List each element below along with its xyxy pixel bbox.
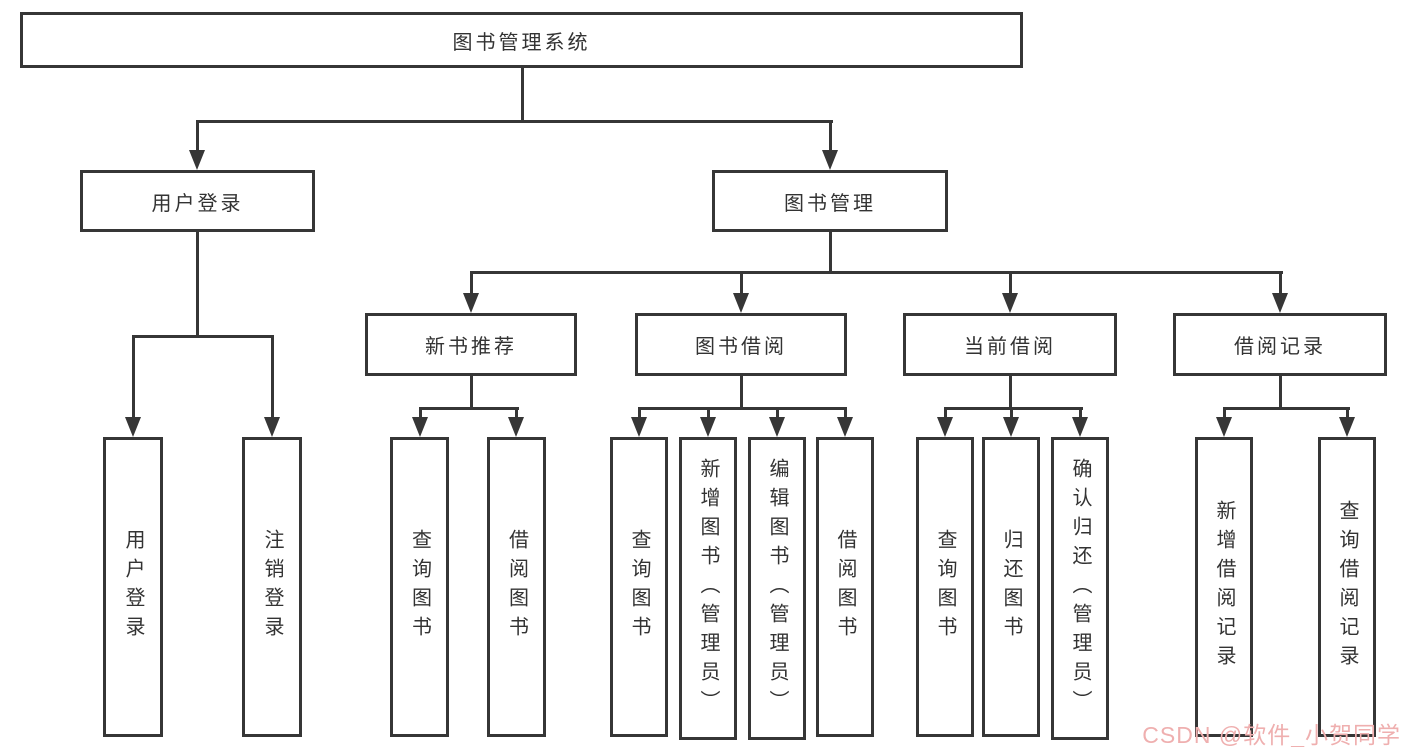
- node-label: 查询图书: [934, 529, 956, 645]
- connector-leaf-drop: [844, 407, 847, 419]
- connector-book-borrow-stem: [740, 373, 743, 410]
- connector-book-borrow-bus: [638, 407, 847, 410]
- connector-leaf-login-drop: [132, 335, 135, 419]
- connector-current-borrow-bus: [944, 407, 1083, 410]
- arrowhead-leaf-login: [125, 417, 141, 437]
- node-label: 注销登录: [261, 529, 283, 645]
- connector-leaf-drop: [1079, 407, 1082, 419]
- leaf-user-login: 用户登录: [103, 437, 163, 737]
- connector-current-borrow-drop: [1009, 271, 1012, 295]
- node-label: 借阅图书: [505, 529, 528, 645]
- arrowhead-user-login: [189, 150, 205, 170]
- connector-root-stem: [521, 66, 524, 123]
- connector-leaf-drop: [944, 407, 947, 419]
- leaf-query-books-3: 查询图书: [916, 437, 974, 737]
- node-label: 当前借阅: [964, 336, 1056, 358]
- connector-leaf-drop: [419, 407, 422, 419]
- arrowhead-new-book: [463, 293, 479, 313]
- node-library-management-system: 图书管理系统: [20, 12, 1023, 68]
- node-label: 用户登录: [122, 529, 144, 645]
- node-user-login: 用户登录: [80, 170, 315, 232]
- arrowhead-book-mgmt: [822, 150, 838, 170]
- connector-leaf-logout-drop: [271, 335, 274, 419]
- node-label: 查询图书: [628, 529, 650, 645]
- arrowhead-leaf-query-books-3: [937, 417, 953, 437]
- connector-borrow-record-stem: [1279, 373, 1282, 410]
- arrowhead-leaf-edit-book: [769, 417, 785, 437]
- connector-leaf-drop: [1010, 407, 1013, 419]
- arrowhead-leaf-query-books-1: [412, 417, 428, 437]
- connector-book-mgmt-drop: [829, 120, 832, 152]
- node-label: 归还图书: [1000, 529, 1022, 645]
- node-label: 图书借阅: [695, 336, 787, 358]
- connector-level2-bus: [196, 120, 833, 123]
- leaf-edit-book-admin: 编辑图书（管理员）: [748, 437, 806, 740]
- node-label: 确认归还（管理员）: [1069, 458, 1091, 719]
- node-book-management: 图书管理: [712, 170, 948, 232]
- arrowhead-leaf-borrow-books-2: [837, 417, 853, 437]
- arrowhead-leaf-borrow-books-1: [508, 417, 524, 437]
- node-book-borrowing: 图书借阅: [635, 313, 847, 376]
- connector-book-mgmt-stem: [829, 230, 832, 274]
- leaf-logout: 注销登录: [242, 437, 302, 737]
- connector-new-book-drop: [470, 271, 473, 295]
- arrowhead-leaf-query-record: [1339, 417, 1355, 437]
- node-new-book-recommend: 新书推荐: [365, 313, 577, 376]
- node-borrowing-records: 借阅记录: [1173, 313, 1387, 376]
- arrowhead-leaf-add-record: [1216, 417, 1232, 437]
- arrowhead-borrow-record: [1272, 293, 1288, 313]
- arrowhead-leaf-return-book: [1003, 417, 1019, 437]
- arrowhead-leaf-add-book: [700, 417, 716, 437]
- node-label: 图书管理: [784, 192, 876, 215]
- connector-user-login-drop: [196, 120, 199, 152]
- arrowhead-book-borrow: [733, 293, 749, 313]
- connector-leaf-drop: [515, 407, 518, 419]
- arrowhead-leaf-logout: [264, 417, 280, 437]
- leaf-return-books: 归还图书: [982, 437, 1040, 737]
- node-label: 查询借阅记录: [1336, 500, 1358, 674]
- node-current-borrowing: 当前借阅: [903, 313, 1117, 376]
- connector-leaf-drop: [707, 407, 710, 419]
- leaf-query-books-2: 查询图书: [610, 437, 668, 737]
- node-label: 图书管理系统: [452, 31, 591, 54]
- leaf-query-books-1: 查询图书: [390, 437, 449, 737]
- connector-user-login-stem: [196, 230, 199, 338]
- connector-leaf-drop: [776, 407, 779, 419]
- node-label: 编辑图书（管理员）: [766, 458, 788, 719]
- connector-user-login-bus: [132, 335, 274, 338]
- csdn-watermark: CSDN @软件_小贺同学: [1142, 722, 1401, 747]
- node-label: 用户登录: [151, 192, 244, 215]
- connector-borrow-record-drop: [1279, 271, 1282, 295]
- connector-leaf-drop: [1223, 407, 1226, 419]
- connector-current-borrow-stem: [1009, 373, 1012, 410]
- node-label: 借阅记录: [1234, 336, 1326, 358]
- leaf-query-borrow-record: 查询借阅记录: [1318, 437, 1376, 737]
- node-label: 新增借阅记录: [1213, 500, 1235, 674]
- leaf-add-borrow-record: 新增借阅记录: [1195, 437, 1253, 737]
- connector-new-book-stem: [470, 373, 473, 410]
- arrowhead-leaf-query-books-2: [631, 417, 647, 437]
- connector-leaf-drop: [638, 407, 641, 419]
- leaf-borrow-books-1: 借阅图书: [487, 437, 546, 737]
- node-label: 查询图书: [408, 529, 431, 645]
- arrowhead-leaf-confirm-return: [1072, 417, 1088, 437]
- connector-level3-bus: [470, 271, 1283, 274]
- leaf-confirm-return-admin: 确认归还（管理员）: [1051, 437, 1109, 740]
- connector-book-borrow-drop: [740, 271, 743, 295]
- connector-new-book-bus: [419, 407, 519, 410]
- node-label: 新增图书（管理员）: [697, 458, 719, 719]
- node-label: 借阅图书: [834, 529, 856, 645]
- leaf-borrow-books-2: 借阅图书: [816, 437, 874, 737]
- arrowhead-current-borrow: [1002, 293, 1018, 313]
- connector-leaf-drop: [1346, 407, 1349, 419]
- node-label: 新书推荐: [425, 336, 517, 358]
- leaf-add-book-admin: 新增图书（管理员）: [679, 437, 737, 740]
- connector-borrow-record-bus: [1223, 407, 1350, 410]
